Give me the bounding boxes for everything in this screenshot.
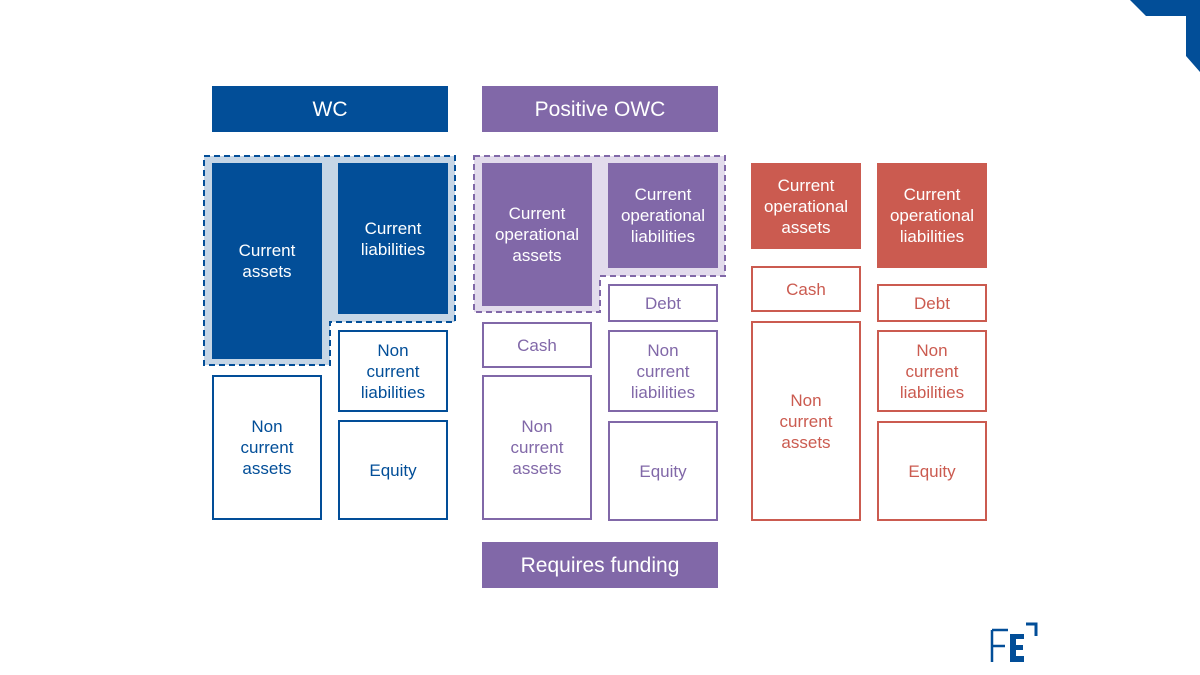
red-debt: Debt <box>877 284 987 322</box>
red-non-current-liabilities: Non current liabilities <box>877 330 987 412</box>
owc-debt: Debt <box>608 284 718 322</box>
wc-non-current-liabilities: Non current liabilities <box>338 330 448 412</box>
wc-current-assets: Current assets <box>212 163 322 359</box>
owc-equity: Equity <box>608 421 718 521</box>
fe-logo-icon <box>990 622 1040 666</box>
wc-header: WC <box>212 86 448 132</box>
red-non-current-assets: Non current assets <box>751 321 861 521</box>
owc-non-current-assets: Non current assets <box>482 375 592 520</box>
red-current-operational-liabilities: Current operational liabilities <box>877 163 987 268</box>
wc-equity: Equity <box>338 420 448 520</box>
red-cash: Cash <box>751 266 861 312</box>
wc-non-current-assets: Non current assets <box>212 375 322 520</box>
owc-cash: Cash <box>482 322 592 368</box>
wc-current-liabilities: Current liabilities <box>338 163 448 314</box>
positive-owc-header: Positive OWC <box>482 86 718 132</box>
owc-non-current-liabilities: Non current liabilities <box>608 330 718 412</box>
corner-accent-icon <box>1120 0 1200 80</box>
requires-funding-label: Requires funding <box>482 542 718 588</box>
owc-current-operational-liabilities: Current operational liabilities <box>608 163 718 268</box>
red-equity: Equity <box>877 421 987 521</box>
red-current-operational-assets: Current operational assets <box>751 163 861 249</box>
owc-current-operational-assets: Current operational assets <box>482 163 592 306</box>
